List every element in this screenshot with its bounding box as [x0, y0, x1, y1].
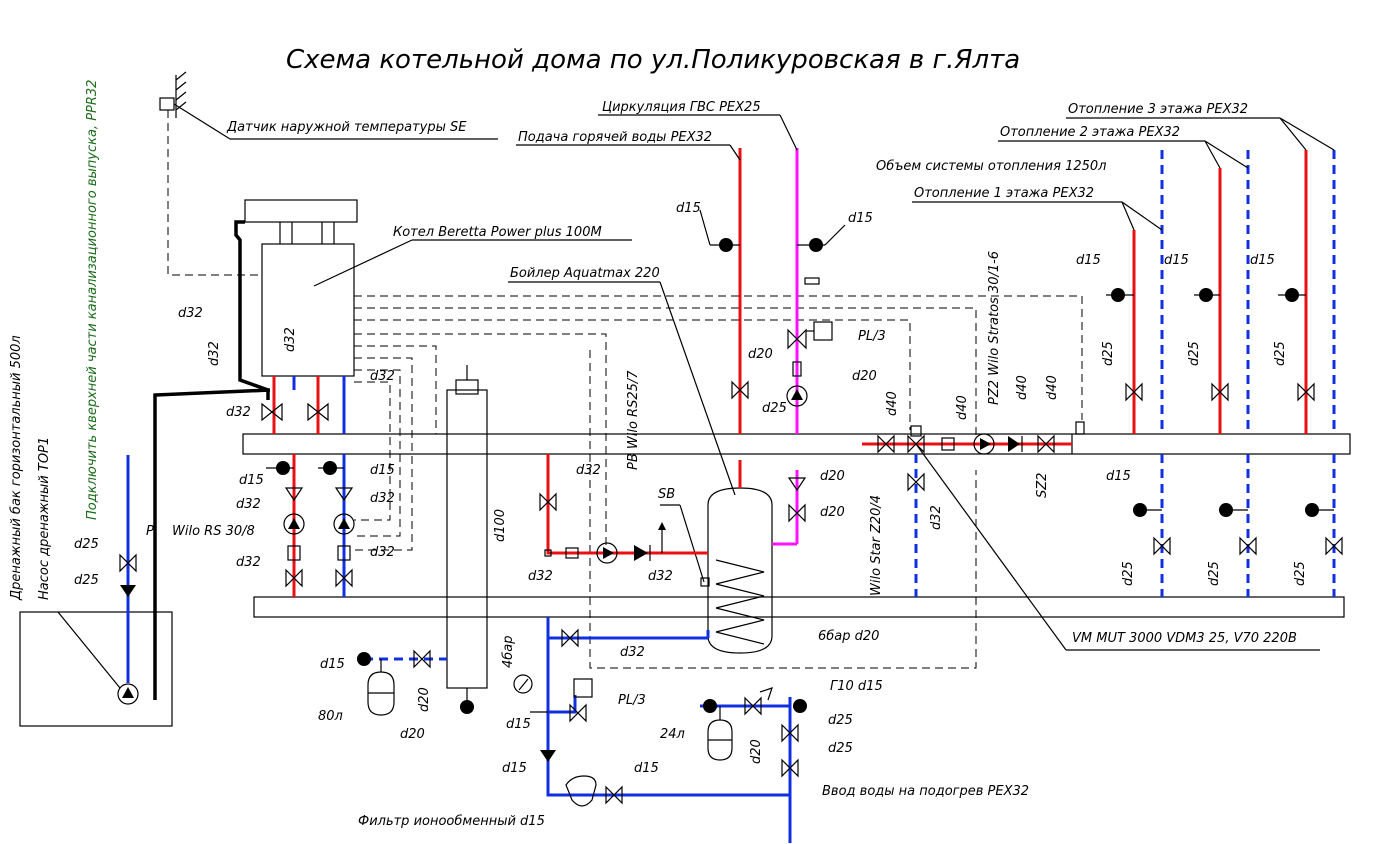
volume-label: Объем системы отопления 1250л — [876, 159, 1106, 174]
dim-d32-4: d32 — [226, 405, 251, 420]
dim-d20-6: d20 — [400, 727, 425, 742]
dim-d32-9: d32 — [370, 545, 395, 560]
hot-supply-label: Подача горячей воды PEX32 — [518, 130, 712, 145]
dim-d32-1: d32 — [178, 306, 203, 321]
tank-label: Бойлер Aquatmax 220 — [510, 266, 660, 281]
dhw-circ-label: Циркуляция ГВС PEX25 — [602, 100, 761, 115]
dim-d25-10: d25 — [828, 713, 853, 728]
dim-d32-2: d32 — [207, 341, 222, 366]
dim-d32-13: d32 — [929, 505, 944, 530]
dim-d20-7: d20 — [749, 739, 764, 764]
dim-d25-6: d25 — [1273, 341, 1288, 366]
dim-d15-9: d15 — [320, 657, 345, 672]
boiler-top — [244, 199, 358, 223]
drain-tank-label: Дренажный бак горизонтальный 500л — [9, 335, 24, 601]
hydraulic-separator — [446, 389, 488, 689]
vm-mut-label: VM MUT 3000 VDM3 25, V70 220B — [1072, 631, 1297, 646]
dim-d15-6: d15 — [1164, 253, 1189, 268]
dim-d20-1: d20 — [748, 347, 773, 362]
dim-d25-4: d25 — [1101, 341, 1116, 366]
pump-rs30-label: Wilo RS 30/8 — [172, 524, 255, 539]
lower-header — [253, 596, 1345, 618]
inlet-label: Ввод воды на подогрев PEX32 — [822, 784, 1029, 799]
dim-d32-8: d32 — [236, 555, 261, 570]
dim-d32-12: d32 — [648, 569, 673, 584]
boiler-label: Котел Beretta Power plus 100M — [393, 225, 602, 240]
dim-d20-2: d20 — [852, 369, 877, 384]
scheme-title: Схема котельной дома по ул.Поликуровская… — [286, 45, 1020, 75]
dim-d40-1: d40 — [885, 391, 900, 416]
vol24-label: 24л — [660, 727, 685, 742]
dim-d25-1: d25 — [74, 537, 99, 552]
dim-d15-11: d15 — [502, 761, 527, 776]
dim-d25-8: d25 — [1207, 561, 1222, 586]
dim-d25-3: d25 — [762, 401, 787, 416]
dim-d32-7: d32 — [370, 491, 395, 506]
dhw-tank — [707, 487, 773, 654]
dim-d15-2: d15 — [370, 463, 395, 478]
sz2-label: SZ2 — [1035, 473, 1050, 498]
heat2-label: Отопление 2 этажа PEX32 — [1000, 125, 1180, 140]
upper-header — [242, 433, 1351, 455]
vol80-label: 80л — [318, 709, 343, 724]
dim-d40-2: d40 — [955, 395, 970, 420]
pump-p-label: P — [146, 524, 154, 539]
dim-d40-4: d40 — [1045, 375, 1060, 400]
sewer-note: Подключить кверхней части канализационно… — [85, 80, 100, 520]
dim-d32-10: d32 — [576, 463, 601, 478]
dim-d15-8: d15 — [1106, 469, 1131, 484]
pb-pump-label: PB Wilo RS25/7 — [626, 370, 641, 470]
valve-boiler-left — [261, 402, 283, 422]
dim-d15-12: d15 — [634, 761, 659, 776]
dim-d25-9: d25 — [1293, 561, 1308, 586]
bar6-label: 6бар d20 — [818, 629, 879, 644]
dim-d25-11: d25 — [828, 741, 853, 756]
heat1-label: Отопление 1 этажа PEX32 — [914, 186, 1094, 201]
dim-d25-2: d25 — [74, 573, 99, 588]
pz2-pump-label: PZ2 Wilo Stratos 30/1-6 — [987, 251, 1002, 405]
dim-d15-7: d15 — [1250, 253, 1275, 268]
dim-d20-5: d20 — [417, 687, 432, 712]
valve-boiler-right — [307, 402, 329, 422]
dim-d15-4: d15 — [848, 211, 873, 226]
dim-d15-10: d15 — [506, 717, 531, 732]
dim-d100: d100 — [493, 509, 508, 542]
filter-label: Фильтр ионообменный d15 — [358, 814, 545, 829]
g10-label: Г10 d15 — [830, 679, 883, 694]
dim-d15-1: d15 — [239, 473, 264, 488]
boiler-body — [261, 243, 355, 377]
dim-d25-5: d25 — [1187, 341, 1202, 366]
drain-pump-label: Насос дренажный TOP1 — [37, 437, 52, 600]
dim-d25-7: d25 — [1121, 561, 1136, 586]
pl3b-label: PL/3 — [618, 693, 646, 708]
dim-d20-3: d20 — [820, 469, 845, 484]
dim-d32-11: d32 — [528, 569, 553, 584]
dim-d32-14: d32 — [620, 645, 645, 660]
pl3-label: PL/3 — [858, 329, 886, 344]
bar4-label: 4бар — [501, 635, 516, 668]
sb-label: SB — [658, 487, 675, 502]
dim-d32-3: d32 — [283, 327, 298, 352]
dim-d15-5: d15 — [1076, 253, 1101, 268]
dim-d20-4: d20 — [820, 505, 845, 520]
star-z20-label: Wilo Star Z20/4 — [869, 495, 884, 596]
drain-tank — [19, 611, 173, 727]
dim-d32-5: d32 — [370, 369, 395, 384]
sensor-label: Датчик наружной температуры SE — [226, 120, 467, 135]
heat3-label: Отопление 3 этажа PEX32 — [1068, 102, 1248, 117]
dim-d32-6: d32 — [236, 497, 261, 512]
dim-d40-3: d40 — [1015, 375, 1030, 400]
dim-d15-3: d15 — [676, 201, 701, 216]
